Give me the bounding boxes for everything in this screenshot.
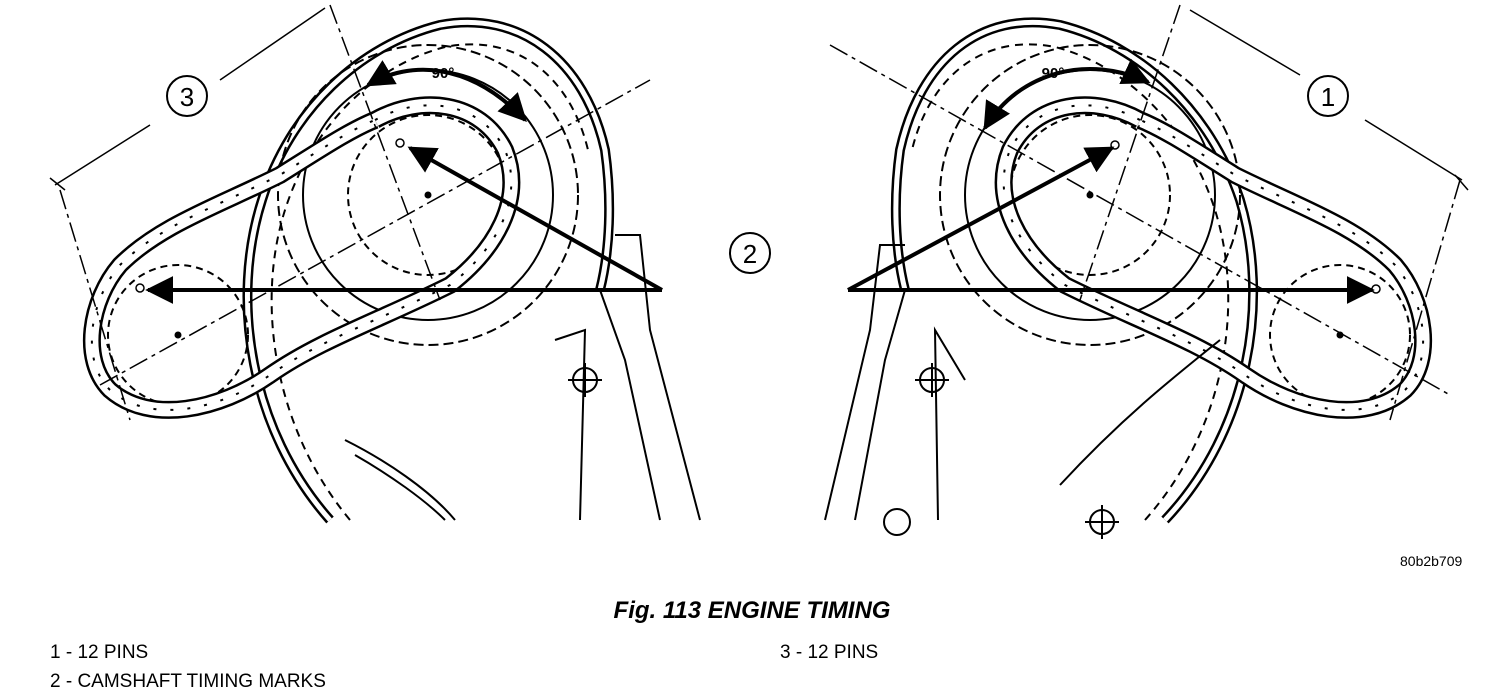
left-ninety-degree-arc [365,60,527,123]
svg-text:3: 3 [180,82,194,112]
legend-item-3: 3 - 12 PINS [780,642,879,663]
right-chain-guide [824,244,1221,539]
left-center-lines [59,4,651,421]
left-chain-guide [344,234,701,521]
left-secondary-chain [82,96,521,419]
callout-2: 2 [729,232,771,274]
right-ninety-degree-arc [983,58,1151,131]
svg-text:1: 1 [1321,82,1335,112]
left-primary-chain [242,17,615,524]
svg-text:2: 2 [743,239,757,269]
left-bank-assembly [49,4,701,524]
figure-code: 80b2b709 [1400,553,1463,569]
right-ninety-degree-label: 90° [1042,65,1065,82]
left-timing-mark-arrows [145,146,663,304]
engine-timing-diagram: 3 2 1 90° 90° [49,4,1469,539]
right-secondary-chain [994,96,1433,419]
right-dimension-line [1189,9,1469,191]
left-ninety-degree-label: 90° [432,65,455,82]
callout-1: 1 [1307,75,1349,117]
callout-3: 3 [166,75,208,117]
left-dimension-line [49,7,326,191]
figure-caption: Fig. 113 ENGINE TIMING [613,597,891,624]
right-center-lines [829,4,1461,421]
right-bank-assembly [824,4,1469,539]
legend-item-1: 1 - 12 PINS [50,642,149,663]
legend-item-2: 2 - CAMSHAFT TIMING MARKS [50,671,326,692]
right-timing-mark-arrows [847,146,1375,304]
